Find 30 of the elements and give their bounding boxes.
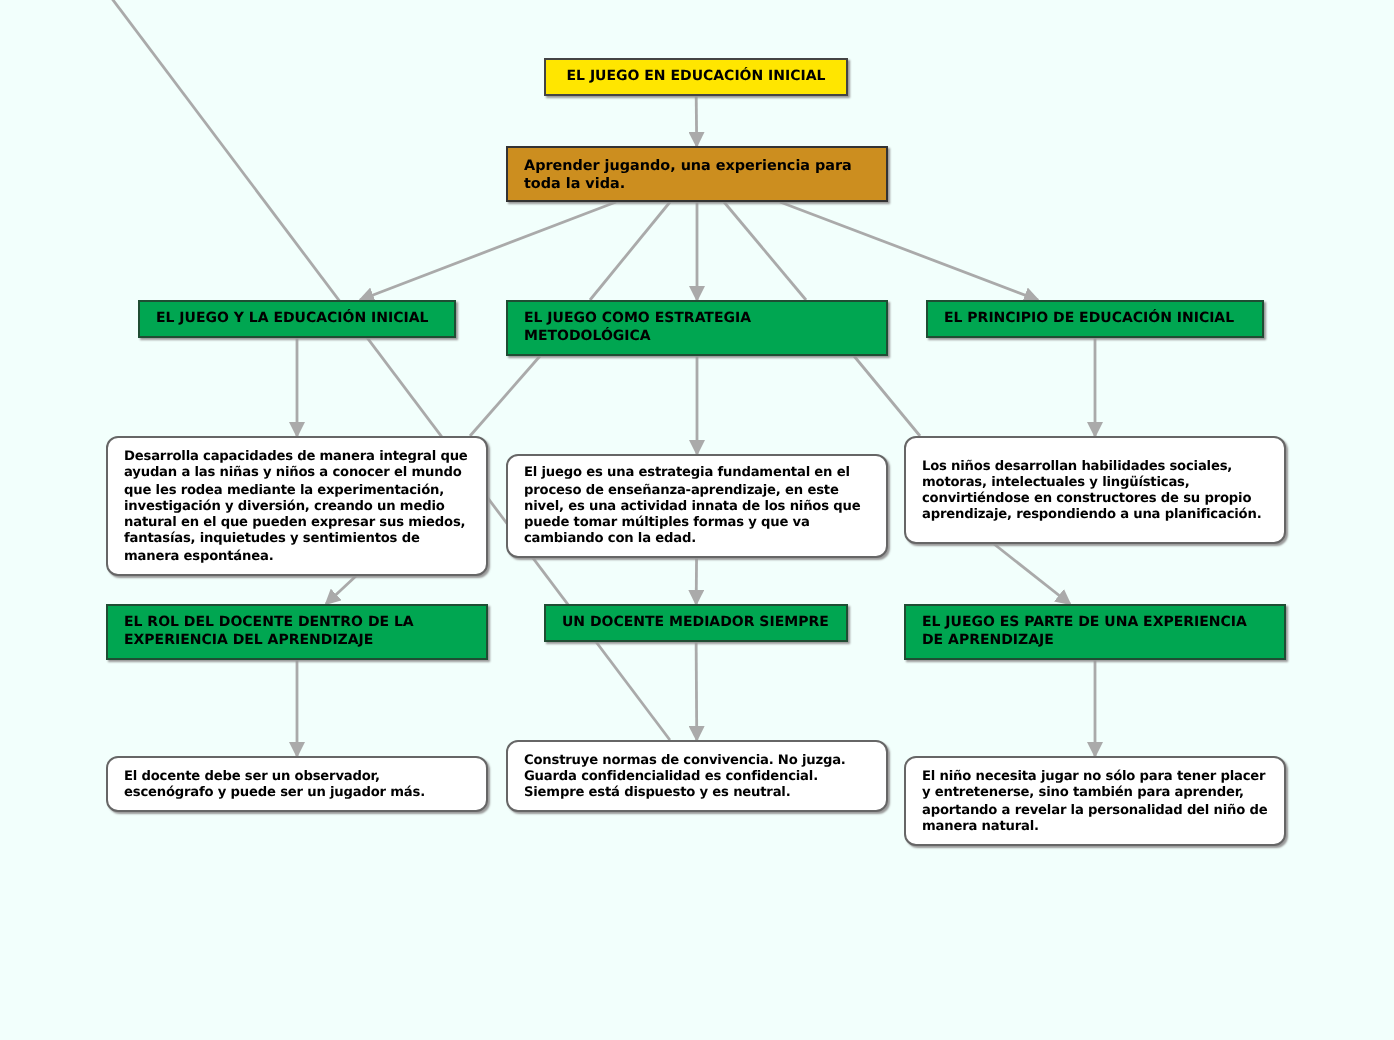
arrow <box>688 96 705 148</box>
text-card <box>506 740 888 812</box>
arrow <box>688 558 705 606</box>
arrow <box>289 338 305 438</box>
arrow <box>358 200 617 303</box>
connector-line <box>588 201 672 301</box>
heading-box <box>926 300 1264 338</box>
arrow <box>324 574 357 606</box>
heading-box <box>138 300 456 338</box>
text-card <box>904 756 1286 846</box>
title-box <box>544 58 848 96</box>
connector-line <box>722 201 808 301</box>
topic-box <box>506 146 888 202</box>
text-card <box>106 756 488 812</box>
arrow <box>289 660 305 758</box>
arrow <box>689 202 705 302</box>
heading-box <box>904 604 1286 660</box>
text-card <box>904 436 1286 544</box>
arrow <box>689 356 705 456</box>
connector-line <box>468 355 542 437</box>
arrow <box>779 200 1040 303</box>
heading-box <box>106 604 488 660</box>
arrow <box>1087 660 1103 758</box>
heading-box <box>544 604 848 642</box>
arrow <box>1087 338 1103 438</box>
heading-box <box>506 300 888 356</box>
text-card <box>506 454 888 558</box>
connector-line <box>852 355 922 437</box>
arrow <box>688 642 705 742</box>
text-card <box>106 436 488 576</box>
